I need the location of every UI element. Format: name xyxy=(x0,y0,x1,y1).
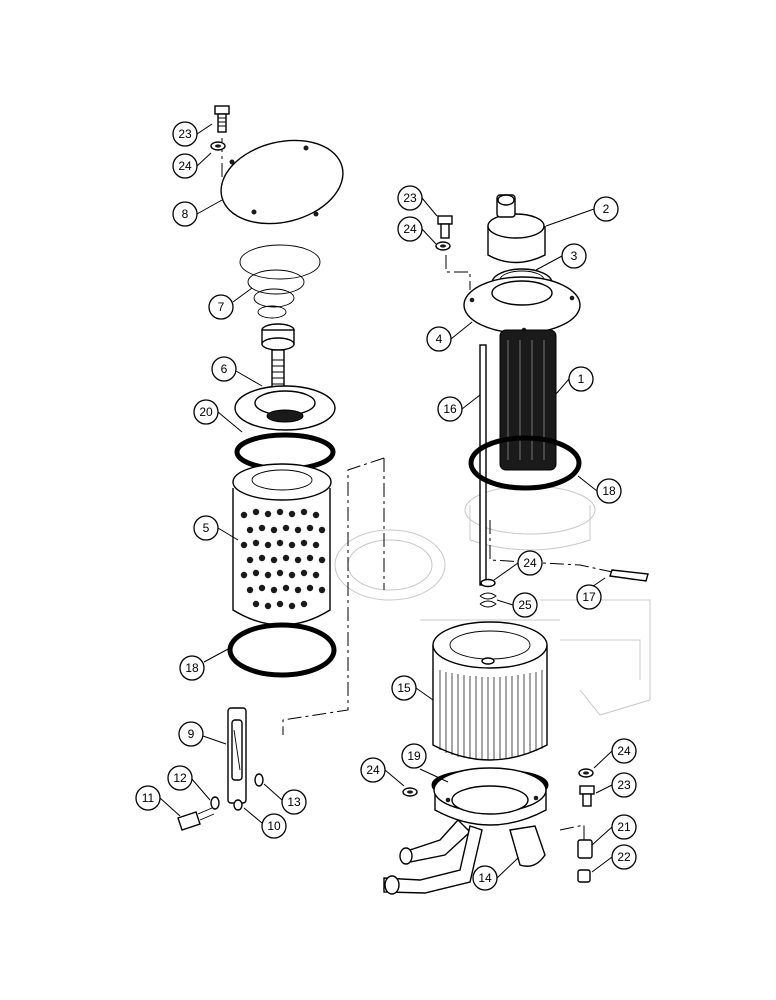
svg-text:9: 9 xyxy=(188,727,195,741)
svg-text:18: 18 xyxy=(185,661,199,675)
svg-text:14: 14 xyxy=(478,871,492,885)
svg-text:24: 24 xyxy=(178,159,192,173)
svg-text:23: 23 xyxy=(178,127,192,141)
callout-17: 17 xyxy=(576,584,602,610)
callout-1: 1 xyxy=(568,366,594,392)
callout-18-right: 18 xyxy=(596,478,622,504)
part-23-bolt-lower-right xyxy=(579,785,595,807)
svg-text:2: 2 xyxy=(603,202,610,216)
part-9-sight-gauge xyxy=(227,707,247,804)
svg-text:12: 12 xyxy=(173,771,187,785)
part-24-washer-lower-left xyxy=(402,787,418,797)
svg-text:13: 13 xyxy=(287,795,301,809)
callout-8: 8 xyxy=(172,201,198,227)
callout-14: 14 xyxy=(472,865,498,891)
part-18-o-ring-left xyxy=(227,622,337,678)
svg-text:17: 17 xyxy=(582,590,596,604)
part-1-strainer xyxy=(499,329,557,471)
svg-text:23: 23 xyxy=(617,778,631,792)
part-10-washer xyxy=(233,799,243,811)
part-5-perforated-element xyxy=(232,463,332,626)
callout-24-rod: 24 xyxy=(517,550,543,576)
svg-text:24: 24 xyxy=(617,744,631,758)
svg-text:10: 10 xyxy=(267,819,281,833)
callout-15: 15 xyxy=(391,675,417,701)
svg-text:25: 25 xyxy=(518,598,532,612)
callout-23-right: 23 xyxy=(397,185,423,211)
part-4-flange xyxy=(463,276,581,334)
part-17-dipstick xyxy=(609,569,649,582)
callout-22: 22 xyxy=(611,844,637,870)
part-16-rod xyxy=(479,344,487,586)
part-15-filter-cartridge xyxy=(432,621,548,761)
svg-text:23: 23 xyxy=(403,191,417,205)
part-6-seat xyxy=(234,385,336,431)
callout-24-left: 24 xyxy=(172,153,198,179)
part-24-washer-rod xyxy=(480,578,496,588)
callout-5: 5 xyxy=(193,515,219,541)
svg-text:18: 18 xyxy=(602,484,616,498)
part-22-plug xyxy=(577,869,591,883)
part-2-filler-cap xyxy=(487,194,546,264)
background-ghost-outlines xyxy=(334,485,651,716)
callout-9: 9 xyxy=(178,721,204,747)
callout-21: 21 xyxy=(611,814,637,840)
callout-13: 13 xyxy=(281,789,307,815)
callout-4: 4 xyxy=(426,326,452,352)
callout-18-left: 18 xyxy=(179,655,205,681)
svg-text:3: 3 xyxy=(571,249,578,263)
part-24-washer-left xyxy=(210,141,226,151)
svg-text:11: 11 xyxy=(142,791,155,805)
callout-6: 6 xyxy=(211,356,237,382)
part-21-fitting xyxy=(577,839,593,859)
part-25-spring-clip xyxy=(479,592,497,608)
svg-text:8: 8 xyxy=(182,207,189,221)
part-8-cover-plate xyxy=(220,139,344,225)
svg-text:7: 7 xyxy=(218,300,225,314)
callout-16: 16 xyxy=(437,396,463,422)
part-24-washer-lower-right xyxy=(578,768,594,778)
callout-7: 7 xyxy=(208,294,234,320)
part-11-bolt xyxy=(177,807,215,831)
part-23-bolt-left xyxy=(214,105,230,133)
svg-text:24: 24 xyxy=(523,556,537,570)
part-13-washer xyxy=(254,773,264,787)
callout-24-lower-right: 24 xyxy=(611,738,637,764)
callout-11: 11 xyxy=(135,785,161,811)
svg-text:21: 21 xyxy=(617,820,631,834)
svg-text:20: 20 xyxy=(199,405,213,419)
part-18-o-ring-right xyxy=(468,435,582,491)
part-14-outlet-pipe xyxy=(383,818,546,895)
callout-2: 2 xyxy=(593,196,619,222)
callout-19: 19 xyxy=(401,743,427,769)
part-12-washer xyxy=(210,796,220,810)
callout-25: 25 xyxy=(512,592,538,618)
callout-23-lower-right: 23 xyxy=(611,772,637,798)
callout-24-lower-left: 24 xyxy=(360,757,386,783)
part-filter-housing-flange xyxy=(433,767,547,826)
leader-lines xyxy=(159,123,613,879)
svg-text:15: 15 xyxy=(397,681,411,695)
svg-text:24: 24 xyxy=(366,763,380,777)
svg-text:22: 22 xyxy=(617,850,631,864)
svg-text:6: 6 xyxy=(221,362,228,376)
part-23-bolt-right xyxy=(437,215,453,239)
callout-12: 12 xyxy=(167,765,193,791)
svg-text:19: 19 xyxy=(407,749,421,763)
callout-24-right: 24 xyxy=(397,216,423,242)
callout-20: 20 xyxy=(193,399,219,425)
svg-text:1: 1 xyxy=(578,372,585,386)
callout-10: 10 xyxy=(261,813,287,839)
svg-text:4: 4 xyxy=(436,332,443,346)
callout-3: 3 xyxy=(561,243,587,269)
svg-text:5: 5 xyxy=(203,521,210,535)
part-7-spring xyxy=(239,244,321,319)
callout-23-left: 23 xyxy=(172,121,198,147)
svg-text:16: 16 xyxy=(443,402,457,416)
svg-text:24: 24 xyxy=(403,222,417,236)
part-24-washer-right xyxy=(435,241,451,251)
